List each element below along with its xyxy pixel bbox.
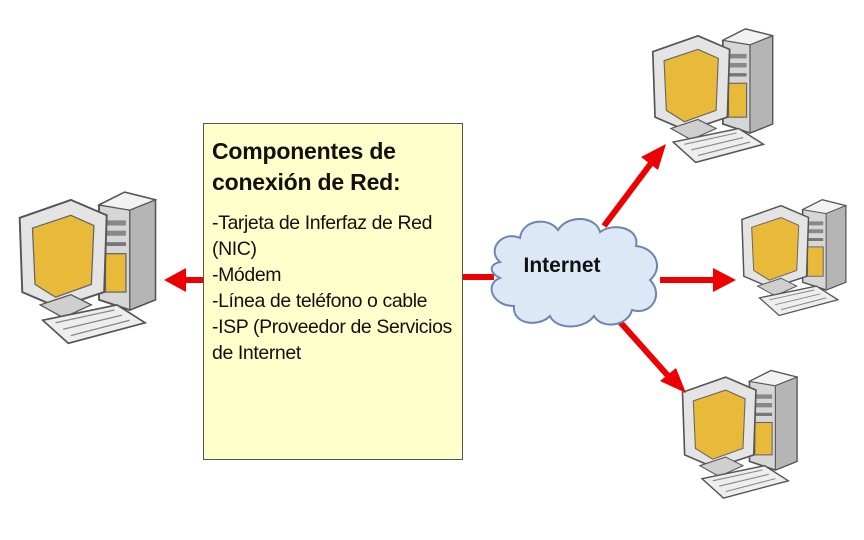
arrow-to-top-right-computer: [601, 144, 666, 228]
components-list: -Tarjeta de Inferfaz de Red (NIC) -Módem…: [212, 210, 456, 366]
cloud-icon: [490, 218, 658, 328]
arrow-to-middle-right-computer: [660, 268, 736, 292]
arrow-to-left-computer: [164, 268, 203, 292]
components-title: Componentes de conexión de Red:: [212, 138, 401, 195]
computer-middle-right-icon: [741, 199, 847, 317]
components-box: Componentes de conexión de Red: -Tarjeta…: [203, 123, 463, 460]
cloud-label: Internet: [523, 254, 601, 277]
component-item-line: -Línea de teléfono o cable: [212, 290, 428, 312]
arrow-to-bottom-right-computer: [617, 320, 686, 393]
computer-left-icon: [18, 191, 157, 345]
computer-top-right-icon: [651, 28, 774, 164]
component-item-isp: -ISP (Proveedor de Servicios de Internet: [212, 316, 452, 364]
component-item-modem: -Módem: [212, 264, 282, 286]
component-item-nic: -Tarjeta de Inferfaz de Red (NIC): [212, 212, 433, 260]
computer-bottom-right-icon: [681, 369, 798, 499]
